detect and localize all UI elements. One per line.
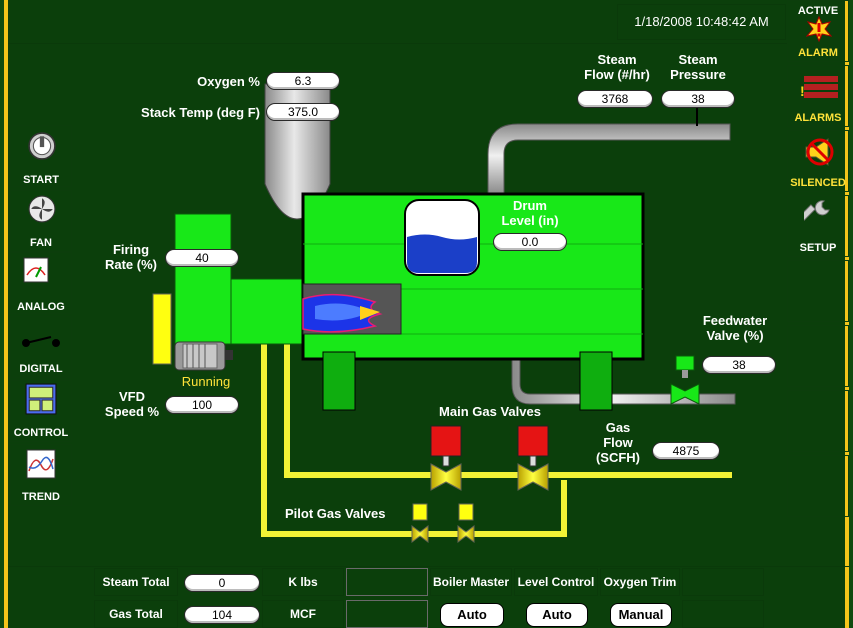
boiler-master-mode-button[interactable]: Auto	[440, 603, 504, 627]
pilot-gas-valve-2	[457, 503, 475, 543]
burner-throat	[230, 278, 306, 345]
nav-digital-button[interactable]: DIGITAL	[10, 316, 72, 378]
fan-icon	[28, 195, 56, 223]
feedwater-pipe	[511, 348, 736, 405]
boiler-master-label: Boiler Master	[430, 568, 512, 596]
footer-blank-cell-4	[682, 600, 764, 628]
right-panel-empty-2	[787, 325, 849, 387]
steam-flow-label: Steam Flow (#/hr)	[584, 52, 650, 82]
steam-pressure-label: Steam Pressure	[670, 52, 726, 82]
right-panel-empty-3	[787, 390, 849, 452]
damper	[152, 293, 172, 365]
gas-total-unit: MCF	[262, 600, 344, 628]
control-panel-icon	[25, 383, 57, 415]
active-alarm-label: ALARM	[798, 47, 838, 59]
nav-control-label: CONTROL	[13, 427, 69, 439]
oxygen-value: 6.3	[266, 72, 340, 90]
gas-total-label: Gas Total	[94, 600, 178, 628]
active-alarm-button[interactable]: ACTIVE ALARM	[787, 0, 849, 62]
vfd-speed-label: VFD Speed %	[104, 389, 160, 419]
horn-silenced-icon	[805, 138, 834, 166]
boiler-leg-right	[579, 351, 613, 411]
firing-rate-value: 40	[165, 249, 239, 267]
oxygen-trim-label: Oxygen Trim	[600, 568, 680, 596]
steam-pressure-value: 38	[661, 90, 735, 108]
feedwater-valve-value: 38	[702, 356, 776, 374]
burner-housing	[174, 213, 232, 345]
main-gas-valves-label: Main Gas Valves	[439, 404, 541, 419]
gas-total-value: 104	[184, 606, 260, 624]
header-bar	[8, 0, 787, 44]
right-panel-empty-1	[787, 260, 849, 322]
feedwater-valve-label: Feedwater Valve (%)	[702, 313, 768, 343]
right-panel-empty-4	[787, 455, 849, 517]
nav-trend-label: TREND	[22, 491, 60, 503]
setup-button[interactable]: SETUP	[787, 195, 849, 257]
drum-level-label: Drum Level (in)	[501, 198, 559, 228]
nav-fan-button[interactable]: FAN	[10, 190, 72, 252]
firing-rate-label: Firing Rate (%)	[104, 242, 157, 272]
pilot-gas-valve-1	[411, 503, 429, 543]
main-gas-valve-2	[517, 425, 549, 491]
vfd-speed-value: 100	[165, 396, 239, 414]
steam-flow-value: 3768	[577, 90, 653, 108]
footer-blank-cell-3	[682, 568, 764, 596]
level-control-mode-button[interactable]: Auto	[526, 603, 588, 627]
gauge-start-icon	[28, 132, 56, 160]
gas-flow-label: Gas Flow (SCFH)	[595, 420, 641, 465]
alarms-button[interactable]: ! ALARMS	[787, 65, 849, 127]
nav-digital-label: DIGITAL	[19, 363, 63, 375]
stack-temp-label: Stack Temp (deg F)	[141, 105, 260, 120]
oxygen-label: Oxygen %	[197, 74, 260, 89]
nav-analog-button[interactable]: ANALOG	[10, 252, 72, 314]
nav-start-label: START	[23, 174, 59, 186]
nav-fan-label: FAN	[30, 237, 52, 249]
svg-text:!: !	[800, 83, 805, 99]
nav-analog-label: ANALOG	[17, 301, 65, 313]
alarms-list-icon: !	[800, 76, 838, 99]
silenced-label: SILENCED	[790, 177, 846, 189]
drum-level-value: 0.0	[493, 233, 567, 251]
gas-flow-value: 4875	[652, 442, 720, 460]
setup-label: SETUP	[799, 242, 837, 254]
oxygen-trim-mode-button[interactable]: Manual	[610, 603, 672, 627]
nav-trend-button[interactable]: TREND	[10, 444, 72, 506]
active-alarm-icon	[806, 16, 832, 42]
nav-control-button[interactable]: CONTROL	[10, 380, 72, 442]
analog-meter-icon	[23, 257, 49, 283]
steam-pipe	[487, 123, 731, 195]
steam-total-unit: K lbs	[262, 568, 344, 596]
trend-chart-icon	[26, 449, 56, 479]
datetime-display: 1/18/2008 10:48:42 AM	[617, 4, 786, 40]
main-gas-valve-1	[430, 425, 462, 491]
process-graphic	[152, 83, 736, 543]
stack-temp-value: 375.0	[266, 103, 340, 121]
footer-blank-cell-1	[346, 568, 428, 596]
fan-motor-icon	[174, 341, 233, 371]
level-control-label: Level Control	[514, 568, 598, 596]
switch-icon	[22, 336, 60, 347]
pilot-gas-valves-label: Pilot Gas Valves	[285, 506, 386, 521]
boiler-leg-left	[322, 351, 356, 411]
footer-blank-cell-2	[346, 600, 428, 628]
steam-total-value: 0	[184, 574, 260, 592]
active-alarm-top-label: ACTIVE	[797, 5, 839, 17]
wrench-icon	[804, 200, 830, 222]
alarms-label: ALARMS	[794, 112, 842, 124]
running-status: Running	[181, 374, 231, 389]
feedwater-valve	[670, 355, 700, 405]
steam-total-label: Steam Total	[94, 568, 178, 596]
nav-start-button[interactable]: START	[10, 125, 72, 187]
footer-bar	[8, 566, 849, 628]
silenced-button[interactable]: SILENCED	[787, 130, 849, 192]
